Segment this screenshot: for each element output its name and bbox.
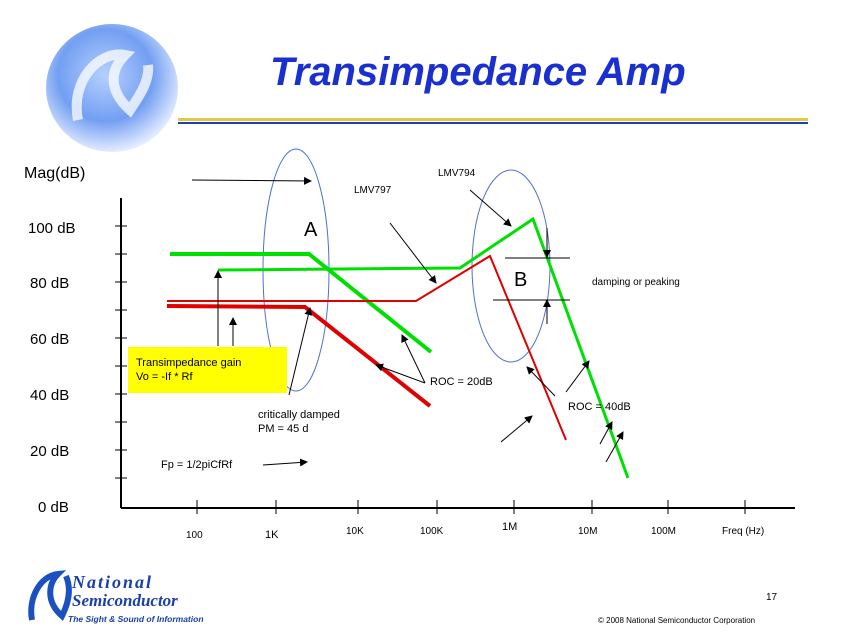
phase-margin-label: PM = 45 d [258, 423, 308, 435]
xtick-10k: 10K [346, 526, 364, 537]
title-rule-blue [178, 122, 808, 124]
xtick-100k: 100K [420, 526, 444, 537]
logo-line1: National [71, 572, 153, 592]
roc20-label: ROC = 20dB [430, 376, 493, 388]
roc40-label: ROC = 40dB [568, 401, 631, 413]
gain-box-line1: Transimpedance gain [136, 357, 242, 369]
globe-logo-icon [46, 24, 178, 152]
ytick-100: 100 dB [28, 220, 76, 237]
x-ticks [196, 500, 746, 514]
xtick-100m: 100M [651, 526, 676, 537]
ytick-80: 80 dB [30, 275, 69, 292]
critically-damped-label: critically damped [258, 409, 340, 421]
national-semiconductor-logo: National Semiconductor The Sight & Sound… [28, 570, 204, 624]
lmv794-label: LMV794 [438, 168, 476, 179]
xtick-10m: 10M [578, 526, 597, 537]
ytick-20: 20 dB [30, 443, 69, 460]
ytick-40: 40 dB [30, 387, 69, 404]
fp-formula-label: Fp = 1/2piCfRf [161, 459, 233, 471]
region-a-label: A [304, 219, 318, 241]
x-axis-label: Freq (Hz) [722, 526, 764, 537]
slide-title: Transimpedance Amp [270, 50, 686, 94]
lmv797-label: LMV797 [354, 185, 392, 196]
transimpedance-gain-box: Transimpedance gain Vo = -If * Rf [128, 347, 287, 393]
logo-line2: Semiconductor [72, 591, 178, 610]
red-curve-lmv794 [167, 254, 567, 441]
xtick-100: 100 [186, 530, 203, 541]
xtick-1m: 1M [502, 521, 517, 533]
copyright: © 2008 National Semiconductor Corporatio… [598, 616, 756, 625]
damping-label: damping or peaking [592, 277, 680, 288]
annotation-arrows [191, 176, 624, 467]
green-curve-lmv794 [217, 216, 630, 479]
logo-tagline: The Sight & Sound of Information [68, 614, 204, 624]
gain-box-line2: Vo = -If * Rf [136, 371, 193, 383]
ytick-60: 60 dB [30, 331, 69, 348]
y-ticks [115, 225, 127, 479]
n-swoosh-icon [28, 570, 72, 621]
region-b-label: B [514, 269, 527, 291]
ytick-0: 0 dB [38, 499, 69, 516]
title-rule-gold [178, 118, 808, 121]
green-curve-lmv797 [170, 252, 433, 354]
red-curve-lmv797 [166, 304, 432, 408]
page-number: 17 [766, 592, 778, 603]
region-b-ellipse [471, 169, 551, 363]
y-axis-label: Mag(dB) [24, 165, 85, 182]
xtick-1k: 1K [265, 529, 279, 541]
